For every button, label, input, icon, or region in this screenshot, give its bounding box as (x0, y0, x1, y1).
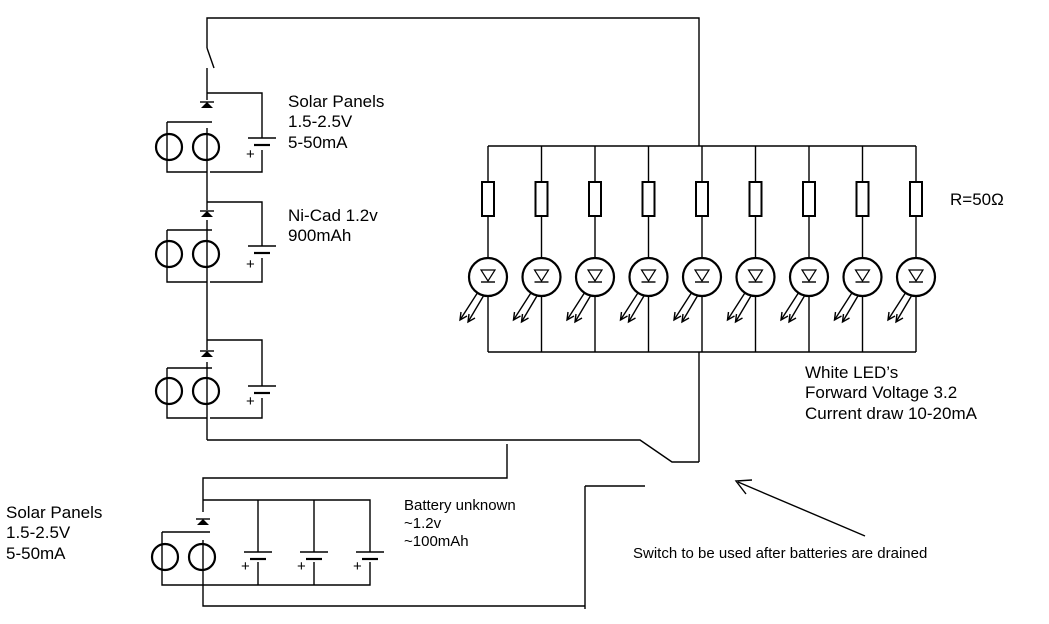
resistor-icon (855, 181, 870, 217)
solar-top-label: Solar Panels 1.5-2.5V 5-50mA (288, 92, 384, 153)
solar-cell-icon (191, 239, 221, 269)
diode-icon (201, 351, 213, 357)
solar-cell-icon (154, 132, 184, 162)
resistor-icon (641, 181, 656, 217)
led-label: White LED’s Forward Voltage 3.2 Current … (805, 363, 977, 424)
solar-bottom-label: Solar Panels 1.5-2.5V 5-50mA (6, 503, 102, 564)
resistor-icon (534, 181, 549, 217)
solar-cell-icon (150, 542, 180, 572)
diode-icon (197, 519, 209, 525)
solar-top-voltage: 1.5-2.5V (288, 112, 353, 132)
switch-note: Switch to be used after batteries are dr… (633, 545, 928, 562)
battery-capacity: ~100mAh (404, 533, 469, 550)
battery-plus-label: + (246, 393, 255, 410)
diode-icon (640, 269, 657, 283)
top-switch[interactable] (206, 47, 215, 69)
solar-cell-icon (191, 132, 221, 162)
diode-icon (747, 269, 764, 283)
diode-icon (201, 102, 213, 108)
nicad-label: Ni-Cad 1.2v 900mAh (288, 206, 378, 247)
resistor-label: R=50Ω (950, 190, 1004, 209)
solar-cell-icon (191, 376, 221, 406)
solar-top-title: Solar Panels (288, 92, 385, 111)
led-title: White LED’s (805, 363, 899, 382)
battery-voltage: ~1.2v (404, 515, 442, 532)
diode-icon (201, 211, 213, 217)
diode-icon (800, 269, 818, 283)
diode-icon (854, 269, 871, 283)
solar-stage-top (154, 92, 276, 173)
solar-bottom-current: 5-50mA (6, 543, 66, 563)
solar-bottom-title: Solar Panels (6, 503, 103, 522)
solar-cell-icon (187, 542, 217, 572)
battery-plus-label: + (246, 256, 255, 273)
solar-stage-third (154, 339, 276, 419)
main-wiring (202, 17, 700, 609)
led-voltage: Forward Voltage 3.2 (805, 383, 958, 403)
nicad-stage (154, 201, 276, 283)
diode-icon (907, 269, 925, 283)
led-bank (459, 145, 937, 353)
resistor-icon (909, 181, 923, 217)
switch-arrow (734, 479, 866, 537)
resistor-icon (802, 181, 816, 217)
solar-bottom-voltage: 1.5-2.5V (6, 523, 71, 543)
battery-title: Battery unknown (404, 497, 516, 514)
battery-plus-label: + (241, 558, 250, 575)
nicad-capacity: 900mAh (288, 226, 352, 246)
diode-icon (586, 269, 604, 283)
resistor-icon (695, 181, 709, 217)
battery-unknown-label: Battery unknown ~1.2v ~100mAh (404, 497, 516, 551)
battery-plus-label: + (246, 146, 255, 163)
resistor-icon (588, 181, 602, 217)
led-current: Current draw 10-20mA (805, 403, 977, 423)
battery-plus-label: + (297, 558, 306, 575)
diode-icon (479, 269, 497, 283)
resistor-icon (748, 181, 763, 217)
solar-cell-icon (154, 239, 184, 269)
diode-icon (693, 269, 711, 283)
resistor-icon (481, 181, 495, 217)
solar-stage-bottom (150, 499, 384, 586)
nicad-title: Ni-Cad 1.2v (288, 206, 378, 225)
solar-top-current: 5-50mA (288, 132, 348, 152)
diode-icon (533, 269, 550, 283)
solar-cell-icon (154, 376, 184, 406)
battery-plus-label: + (353, 558, 362, 575)
